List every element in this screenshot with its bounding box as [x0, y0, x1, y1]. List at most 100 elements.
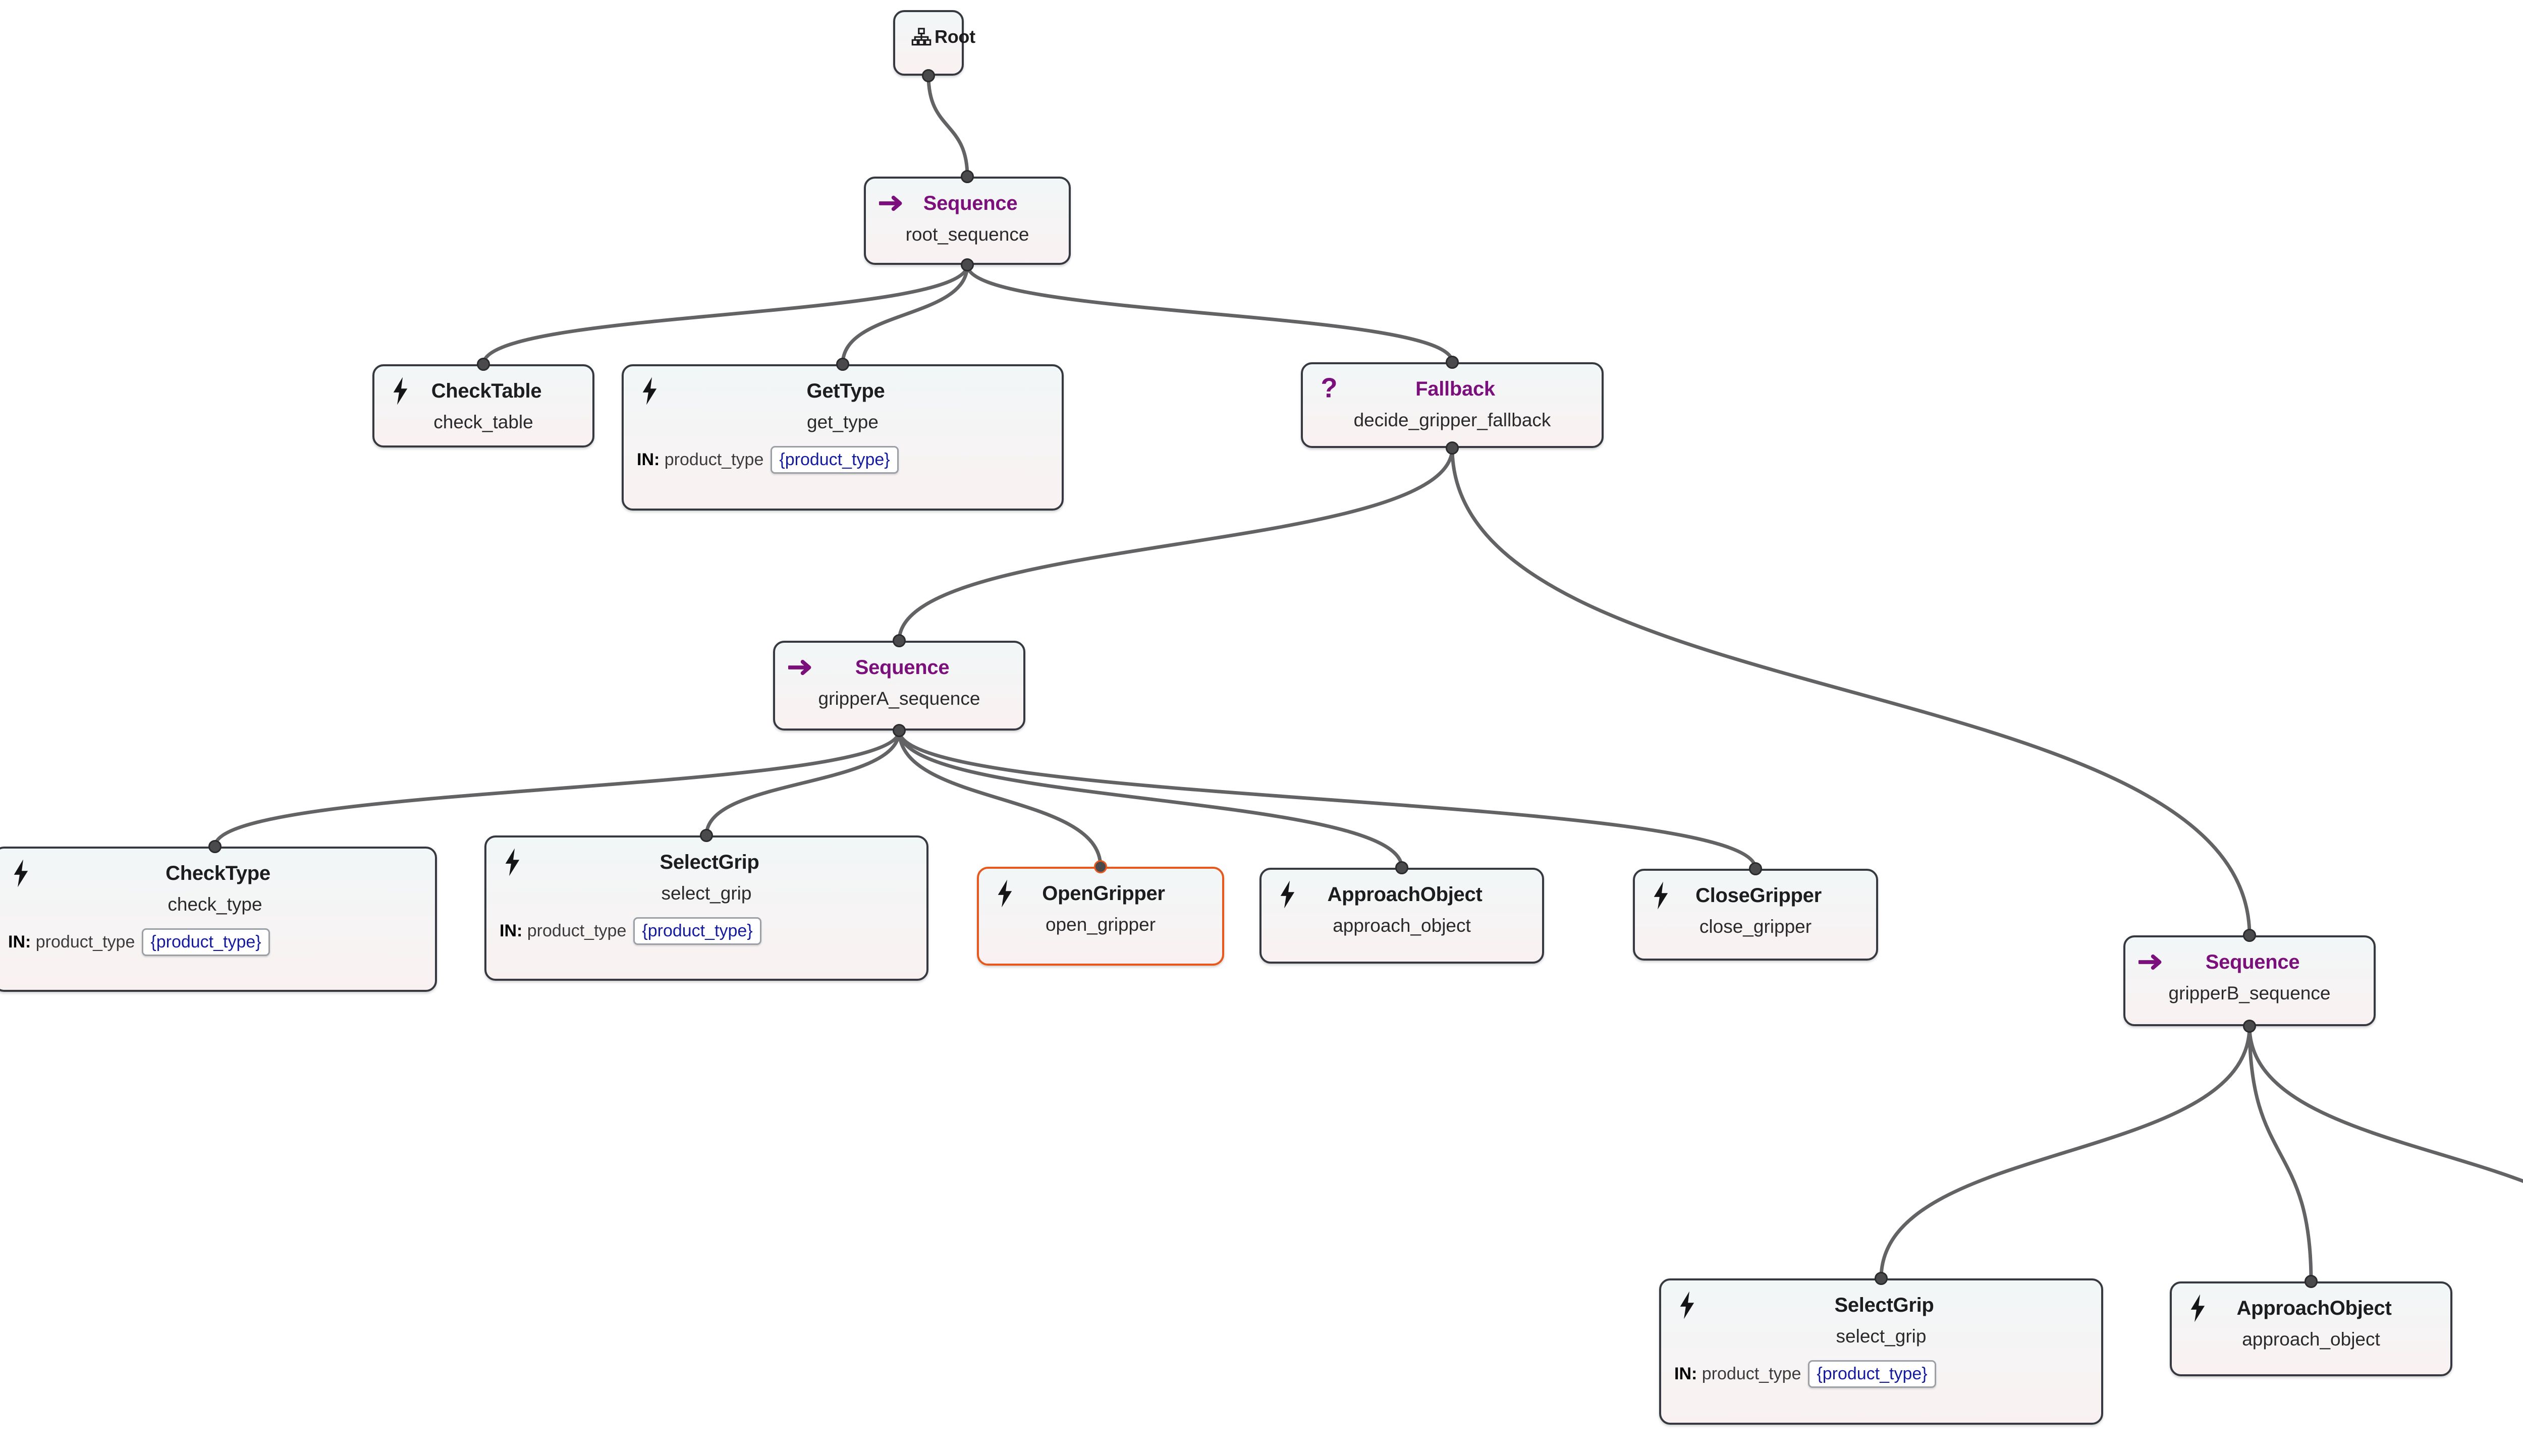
lightning-icon: [1275, 880, 1301, 909]
node-subtitle: decide_gripper_fallback: [1353, 410, 1551, 430]
input-port-check_table[interactable]: [477, 358, 490, 371]
arrow-right-icon: [2138, 947, 2165, 977]
port-label: IN: product_type: [1674, 1364, 1801, 1383]
input-port-gripperA_sequence[interactable]: [893, 634, 906, 647]
port-value[interactable]: {product_type}: [771, 446, 899, 474]
edge-gripperB_sequence-to-approach_object_b: [2247, 1024, 2313, 1283]
node-header: SelectGrip: [500, 847, 913, 878]
node-subtitle: gripperB_sequence: [2168, 983, 2331, 1003]
node-header: CheckTable: [388, 375, 579, 407]
node-port-row: IN: product_type {product_type}: [1674, 1360, 2088, 1388]
sitemap-icon: [908, 22, 935, 51]
edge-gripperA_sequence-to-select_grip_a: [704, 729, 901, 837]
bt-node-decide_gripper_fallback[interactable]: ? Fallback decide_gripper_fallback: [1301, 362, 1604, 448]
node-header: CheckType: [8, 858, 422, 889]
node-title: CloseGripper: [1695, 884, 1822, 907]
edge-gripperA_sequence-to-close_gripper: [897, 729, 1758, 871]
port-label: IN: product_type: [500, 921, 627, 940]
question-mark-icon: ?: [1316, 374, 1342, 404]
node-title: SelectGrip: [1834, 1294, 1934, 1316]
node-header: CloseGripper: [1648, 880, 1863, 911]
port-value[interactable]: {product_type}: [142, 928, 270, 956]
input-port-select_grip_a[interactable]: [700, 829, 713, 842]
input-port-gripperB_sequence[interactable]: [2243, 929, 2256, 942]
node-title: CheckType: [166, 862, 270, 884]
bt-node-root_sequence[interactable]: Sequence root_sequence: [864, 177, 1071, 265]
input-port-check_type[interactable]: [208, 840, 222, 853]
bt-node-gripperB_sequence[interactable]: Sequence gripperB_sequence: [2123, 935, 2376, 1026]
output-port-gripperA_sequence[interactable]: [893, 724, 906, 737]
port-value[interactable]: {product_type}: [1808, 1360, 1936, 1388]
node-subtitle: approach_object: [2242, 1329, 2380, 1350]
input-port-root_sequence[interactable]: [961, 170, 974, 183]
svg-text:?: ?: [1321, 374, 1337, 403]
input-port-close_gripper[interactable]: [1749, 862, 1762, 875]
lightning-icon: [1674, 1291, 1701, 1320]
node-title: Sequence: [2205, 950, 2300, 973]
node-subtitle: close_gripper: [1699, 916, 1812, 937]
bt-node-gripperA_sequence[interactable]: Sequence gripperA_sequence: [773, 641, 1025, 731]
node-subtitle: select_grip: [661, 883, 752, 904]
node-header: SelectGrip: [1674, 1290, 2088, 1321]
output-port-decide_gripper_fallback[interactable]: [1446, 441, 1459, 455]
edge-root-to-root_sequence: [926, 74, 969, 179]
lightning-icon: [992, 879, 1018, 908]
edge-root_sequence-to-check_table: [481, 263, 969, 366]
input-port-decide_gripper_fallback[interactable]: [1446, 356, 1459, 369]
node-subtitle: select_grip: [1836, 1326, 1927, 1347]
lightning-icon: [388, 376, 414, 406]
input-port-approach_object_b[interactable]: [2305, 1275, 2318, 1288]
node-subtitle: get_type: [807, 412, 879, 432]
edge-gripperB_sequence-to-vacuum: [2247, 1024, 2523, 1183]
lightning-icon: [1648, 881, 1674, 910]
edge-gripperB_sequence-to-select_grip_b: [1879, 1024, 2252, 1280]
node-title: SelectGrip: [660, 851, 759, 873]
output-port-root[interactable]: [922, 69, 935, 82]
output-port-gripperB_sequence[interactable]: [2243, 1020, 2256, 1033]
lightning-icon: [8, 859, 34, 888]
bt-node-root[interactable]: Root: [893, 10, 975, 76]
port-label: IN: product_type: [8, 932, 135, 951]
node-subtitle: gripperA_sequence: [818, 688, 980, 709]
output-port-root_sequence[interactable]: [961, 258, 974, 271]
node-title: Root: [935, 26, 975, 47]
edge-gripperA_sequence-to-check_type: [213, 729, 901, 849]
node-port-row: IN: product_type {product_type}: [500, 917, 913, 945]
input-port-approach_object_a[interactable]: [1395, 861, 1408, 874]
bt-node-close_gripper[interactable]: CloseGripper close_gripper: [1633, 869, 1878, 961]
node-header: GetType: [637, 375, 1049, 407]
node-header: OpenGripper: [992, 878, 1209, 909]
input-port-select_grip_b[interactable]: [1875, 1272, 1888, 1285]
edge-root_sequence-to-decide_gripper_fallback: [965, 263, 1454, 364]
node-header: Root: [908, 21, 975, 52]
input-port-open_gripper[interactable]: [1094, 860, 1107, 873]
input-port-get_type[interactable]: [836, 358, 849, 371]
node-title: ApproachObject: [2236, 1297, 2392, 1319]
node-title: Sequence: [923, 192, 1018, 214]
arrow-right-icon: [879, 189, 905, 218]
bt-node-approach_object_b[interactable]: ApproachObject approach_object: [2170, 1281, 2452, 1376]
node-title: Fallback: [1415, 377, 1495, 400]
lightning-icon: [637, 376, 663, 406]
node-port-row: IN: product_type {product_type}: [637, 446, 1049, 474]
node-header: Sequence: [788, 652, 1010, 683]
port-label: IN: product_type: [637, 450, 764, 469]
node-subtitle: check_type: [168, 894, 262, 915]
node-title: Sequence: [855, 656, 950, 679]
node-title: OpenGripper: [1042, 882, 1165, 905]
port-value[interactable]: {product_type}: [633, 917, 761, 945]
lightning-icon: [2185, 1294, 2211, 1323]
node-title: CheckTable: [431, 379, 542, 402]
node-header: ApproachObject: [2185, 1293, 2437, 1324]
edge-gripperA_sequence-to-approach_object_a: [897, 729, 1404, 870]
node-subtitle: root_sequence: [905, 224, 1029, 245]
